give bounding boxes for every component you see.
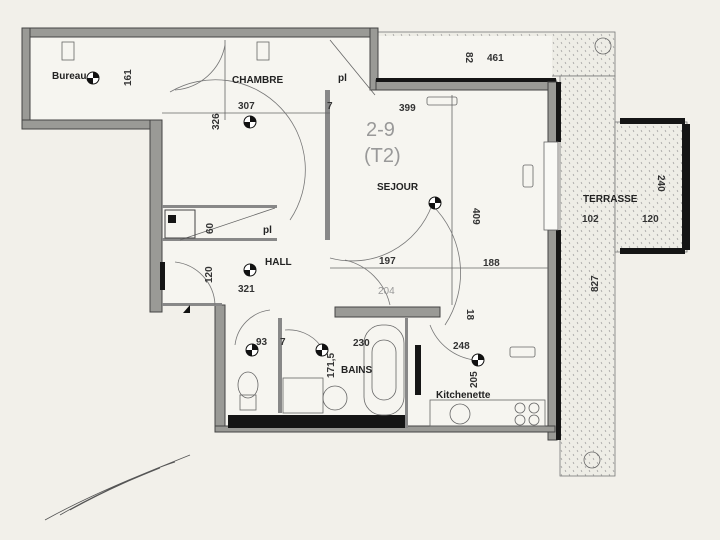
pen-scribble [44,454,191,521]
light-point-icon [86,71,100,85]
light-point-icon [428,196,442,210]
room-labels: 2-9 (T2) Bureau CHAMBRE pl pl SEJOUR HAL… [52,71,638,401]
dimension-label: 188 [483,258,500,269]
dimension-label: 204 [378,286,395,297]
dimension-label: 7 [327,101,333,112]
dimension-label: 7 [280,337,286,348]
dimension-label: 321 [238,284,255,295]
bathtub-icon [363,324,405,416]
dimension-label: 60 [205,222,216,234]
door-swings [169,44,476,361]
interior [28,36,552,427]
room-label-kitchenette: Kitchenette [436,390,491,401]
hob-icon [514,402,526,414]
dimension-label: 18 [464,309,475,321]
dimension-label: 461 [487,53,504,64]
radiator-icon [61,41,75,61]
dimension-label: 205 [469,371,480,388]
stair-marker-icon [583,451,601,469]
dimension-label: 120 [204,266,215,283]
window-bay [543,141,559,231]
room-label-bureau: Bureau [52,71,86,82]
room-label-chambre: CHAMBRE [232,75,283,86]
toilet-icon [237,371,259,399]
dimension-label: 171,5 [326,353,337,378]
light-point-icon [243,263,257,277]
room-label-sejour: SEJOUR [377,182,419,193]
dimension-label: 82 [463,52,474,64]
light-points [86,71,485,367]
dimension-label: 307 [238,101,255,112]
drain-icon [594,37,612,55]
dimension-labels: 161 307 326 60 7 120 321 399 409 197 188… [123,52,666,388]
dimension-label: 120 [642,214,659,225]
dimension-label: 93 [256,337,268,348]
dimension-label: 102 [582,214,599,225]
light-point-icon [243,115,257,129]
dimension-label: 827 [590,275,601,292]
apartment-type: (T2) [364,145,401,167]
apartment-number: 2-9 [366,119,395,141]
room-label-terrasse: TERRASSE [583,194,638,205]
room-label-bains: BAINS [341,365,372,376]
dimension-label: 248 [453,341,470,352]
dimension-label: 240 [655,175,666,192]
room-label-placard: pl [263,225,272,236]
kitchen-sink-icon [449,403,471,425]
light-point-icon [245,343,259,357]
fixtures [61,41,546,427]
dimension-label: 197 [379,256,396,267]
dimension-label: 409 [470,208,481,225]
dimension-label: 161 [123,69,134,86]
light-point-icon [315,343,329,357]
dimension-label: 326 [211,113,222,130]
dimension-label: 230 [353,338,370,349]
light-point-icon [471,353,485,367]
walls [21,27,561,441]
room-label-hall: HALL [265,257,292,268]
dimension-label: 399 [399,103,416,114]
kitchen-counter [429,399,546,427]
terrace-area [374,31,690,477]
entrance-arrow-icon [183,305,190,313]
room-label-placard: pl [338,73,347,84]
